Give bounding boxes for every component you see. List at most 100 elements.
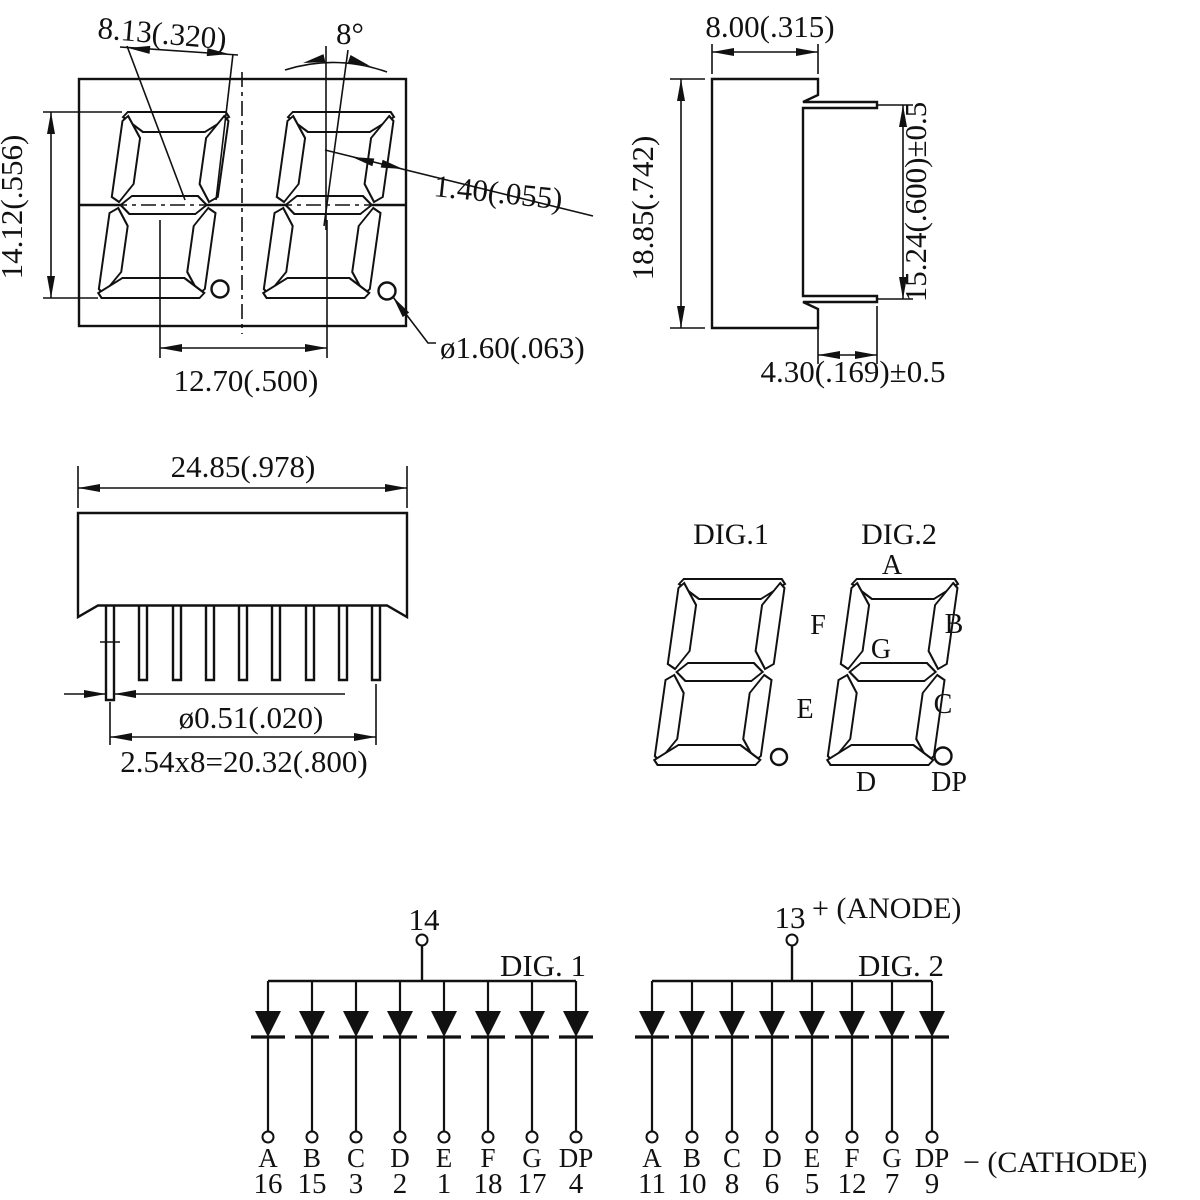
- tilt-arc: [284, 61, 388, 73]
- seg-letter: A: [642, 1143, 662, 1173]
- arrow-icon: [47, 276, 55, 298]
- segment-diagram: DIG.1 DIG.2 A F B G E C D DP: [652, 518, 967, 798]
- package-outline-side: [710, 77, 879, 330]
- dig1-title: DIG.1: [693, 518, 769, 551]
- seg-letter: F: [480, 1143, 495, 1173]
- arrow-icon: [47, 112, 55, 134]
- pin-number: 9: [925, 1168, 940, 1200]
- segment-label-e: E: [796, 694, 813, 725]
- segment-label-f: F: [810, 610, 826, 641]
- segment-label-b: B: [945, 609, 964, 640]
- diode-branch: [513, 979, 551, 1145]
- digit2-segments-diagram: [825, 577, 960, 767]
- diode-branch: [873, 979, 911, 1145]
- pin-number: 5: [805, 1168, 820, 1200]
- front-view: 8.13(.320) 8° 14.12(.556) 1.40(.055) 12.…: [0, 10, 594, 398]
- seg-letter: B: [683, 1143, 701, 1173]
- body-height-dim: 18.85(.742): [625, 136, 660, 281]
- pin: [171, 606, 183, 682]
- pin: [104, 606, 116, 702]
- seg-letter: E: [804, 1143, 821, 1173]
- anode-label: + (ANODE): [812, 892, 961, 925]
- body-width-dim: 24.85(.978): [171, 449, 316, 484]
- dig2-common-pin: 13: [775, 900, 806, 935]
- seg-letter: E: [436, 1143, 453, 1173]
- pin-number: 18: [474, 1168, 503, 1200]
- width-ext-right: [215, 53, 234, 201]
- segment-label-c: C: [934, 689, 953, 720]
- tilt-angle-dim: 8°: [336, 16, 364, 51]
- dig1-label: DIG. 1: [500, 948, 586, 983]
- digit1-segments-diagram: [652, 577, 787, 767]
- arrow-icon: [160, 344, 182, 352]
- pin: [337, 606, 349, 682]
- pin-number: 12: [838, 1168, 867, 1200]
- diode-branch: [381, 979, 419, 1145]
- arrow-icon: [354, 733, 376, 741]
- arrow-icon: [305, 344, 327, 352]
- bottom-view: 24.85(.978) ø0.51(.020) 2.54x8=20.32(.80…: [64, 449, 409, 779]
- pin-number: 6: [765, 1168, 780, 1200]
- diode-branch: [293, 979, 331, 1145]
- seg-letter: G: [882, 1143, 902, 1173]
- seg-letter: G: [522, 1143, 542, 1173]
- diode-branch: [753, 979, 791, 1145]
- seg-letter: DP: [915, 1143, 950, 1173]
- cathode-label: − (CATHODE): [963, 1146, 1147, 1179]
- package-outline-bottom: [76, 511, 409, 620]
- digit-spacing-dim: 12.70(.500): [174, 363, 319, 398]
- lead-length-dim: 4.30(.169)±0.5: [761, 354, 946, 389]
- pin-number: 7: [885, 1168, 900, 1200]
- dp-diameter-dim: ø1.60(.063): [440, 330, 585, 365]
- schematic-dig1: 14 DIG. 1 A B C D E F G DP 16 15 3 2 1 1…: [249, 902, 595, 1200]
- diode-branch: [469, 979, 507, 1145]
- arrow-icon: [110, 733, 132, 741]
- seg-letter: C: [723, 1143, 741, 1173]
- arrow-icon: [712, 48, 734, 56]
- pin: [304, 606, 316, 682]
- arrow-icon: [114, 690, 136, 698]
- pin: [137, 606, 149, 682]
- digit-width-dim: 8.13(.320): [96, 10, 228, 56]
- arrow-icon: [677, 306, 685, 328]
- pin-number: 3: [349, 1168, 364, 1200]
- pin: [270, 606, 282, 682]
- pin-number: 15: [298, 1168, 327, 1200]
- seg-letter: B: [303, 1143, 321, 1173]
- seg-letter: DP: [559, 1143, 594, 1173]
- seg-letter: A: [258, 1143, 278, 1173]
- seg-letter: D: [762, 1143, 782, 1173]
- side-view: 8.00(.315) 18.85(.742) 15.24(.600)±0.5 4…: [625, 9, 945, 389]
- diode-branch: [673, 979, 711, 1145]
- pin: [370, 606, 382, 682]
- lead-span-dim: 15.24(.600)±0.5: [898, 102, 933, 302]
- lead-pitch-dim: 2.54x8=20.32(.800): [120, 744, 367, 779]
- digit1-dp-front: [210, 279, 230, 299]
- digit2-dp-diagram: [933, 746, 953, 766]
- dig1-common-pin: 14: [409, 902, 441, 937]
- pin-number: 11: [638, 1168, 666, 1200]
- diode-branch: [557, 979, 595, 1145]
- pin-number: 8: [725, 1168, 740, 1200]
- arrow-icon: [78, 484, 100, 492]
- pin-number: 10: [678, 1168, 707, 1200]
- diode-branch: [337, 979, 375, 1145]
- diode-branch: [713, 979, 751, 1145]
- pin-number: 2: [393, 1168, 408, 1200]
- seg-letter: D: [390, 1143, 410, 1173]
- segment-label-g: G: [871, 634, 891, 665]
- diode-branch: [633, 979, 671, 1145]
- pin-number: 16: [254, 1168, 283, 1200]
- diode-branch: [913, 979, 951, 1145]
- pin: [204, 606, 216, 682]
- body-depth-dim: 8.00(.315): [705, 9, 834, 44]
- dig2-title: DIG.2: [861, 518, 937, 551]
- width-ext-left: [126, 45, 186, 201]
- diode-branch: [833, 979, 871, 1145]
- digit2-dp-front: [377, 281, 397, 301]
- pin-number: 17: [518, 1168, 547, 1200]
- diode-branch: [425, 979, 463, 1145]
- common-terminal-node: [785, 933, 799, 947]
